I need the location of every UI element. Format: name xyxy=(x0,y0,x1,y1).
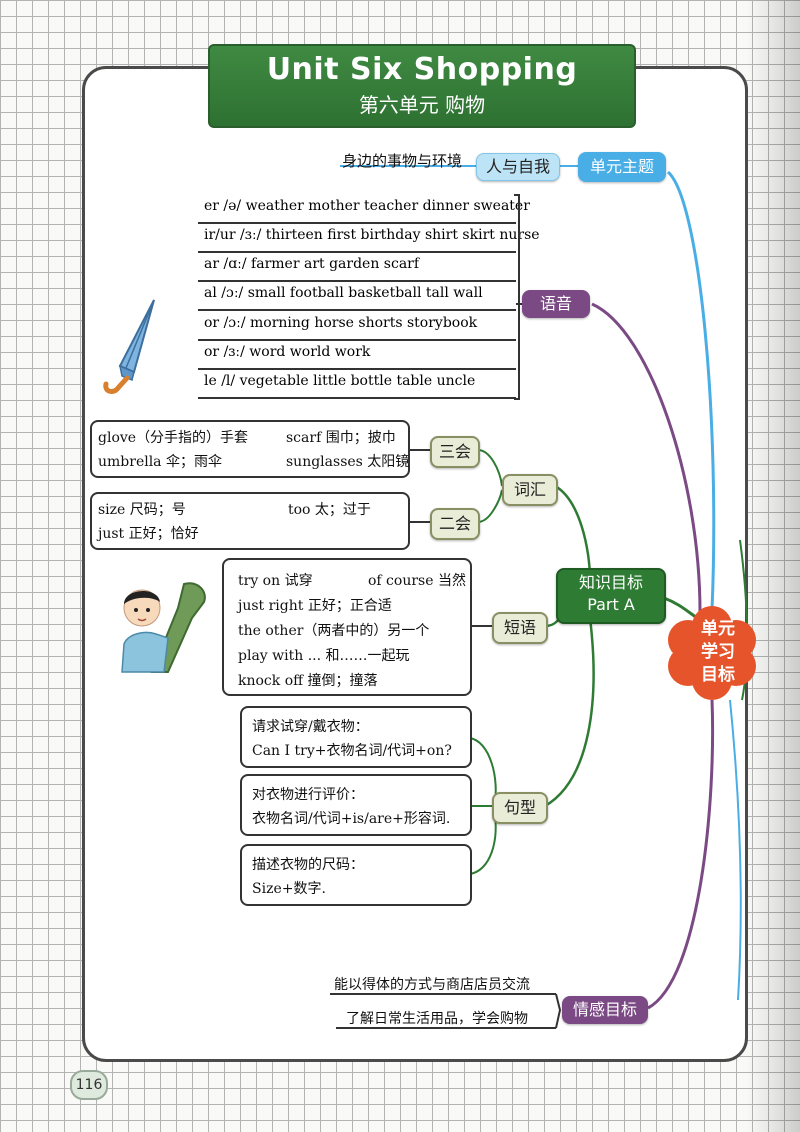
sentence-box: 对衣物进行评价： 衣物名词/代词+is/are+形容词. xyxy=(240,774,472,836)
sentence-box: 请求试穿/戴衣物： Can I try+衣物名词/代词+on? xyxy=(240,706,472,768)
emotion-item: 能以得体的方式与商店店员交流 xyxy=(334,977,530,993)
phrase-item: of course 当然 xyxy=(368,573,466,589)
unit-title-english: Unit Six Shopping xyxy=(266,52,578,87)
phonics-row: al /ɔː/ small football basketball tall w… xyxy=(198,283,516,311)
theme-node: 单元主题 xyxy=(578,152,666,182)
vocab-node: 词汇 xyxy=(502,474,558,506)
knowledge-goal-node: 知识目标 Part A xyxy=(556,568,666,624)
central-goal-label: 单元 学习 目标 xyxy=(701,619,735,685)
sentence-pattern: Can I try+衣物名词/代词+on? xyxy=(252,743,452,759)
boy-with-scarf-illustration xyxy=(121,582,206,673)
theme-text: 身边的事物与环境 xyxy=(342,152,463,170)
phonics-row: le /l/ vegetable little bottle table unc… xyxy=(198,371,516,399)
vocab-item: scarf 围巾；披巾 xyxy=(286,430,396,446)
vocab-item: sunglasses 太阳镜 xyxy=(286,454,410,470)
page-number: 116 xyxy=(70,1070,108,1100)
phrase-item: knock off 撞倒；撞落 xyxy=(238,673,378,689)
book-spine-shadow xyxy=(746,0,800,1132)
phrase-item: the other（两者中的）另一个 xyxy=(238,623,430,639)
phonics-row: ir/ur /ɜː/ thirteen first birthday shirt… xyxy=(198,225,540,253)
vocab-item: umbrella 伞；雨伞 xyxy=(98,454,222,470)
unit-title-chinese: 第六单元 购物 xyxy=(358,93,486,117)
sentence-box: 描述衣物的尺码： Size+数字. xyxy=(240,844,472,906)
phrases-node: 短语 xyxy=(492,612,548,644)
phonics-row: or /ɔː/ morning horse shorts storybook xyxy=(198,313,516,341)
sentence-title: 对衣物进行评价： xyxy=(252,787,364,803)
phonics-row: or /ɜː/ word world work xyxy=(198,342,516,370)
phrase-item: play with ... 和……一起玩 xyxy=(238,648,410,664)
emotion-goal-node: 情感目标 xyxy=(562,996,648,1024)
vocab-item: just 正好；恰好 xyxy=(98,526,199,542)
sentences-node: 句型 xyxy=(492,792,548,824)
emotion-item: 了解日常生活用品，学会购物 xyxy=(346,1011,528,1027)
umbrella-illustration xyxy=(103,299,155,394)
phonics-row: ar /ɑː/ farmer art garden scarf xyxy=(198,254,516,282)
vocab-two-node: 二会 xyxy=(430,508,480,540)
vocab-item: glove（分手指的）手套 xyxy=(98,430,249,446)
phrase-item: try on 试穿 xyxy=(238,573,313,589)
vocab-item: size 尺码；号 xyxy=(98,502,186,518)
theme-sub-node: 人与自我 xyxy=(476,153,560,181)
vocab-three-box: glove（分手指的）手套 scarf 围巾；披巾 umbrella 伞；雨伞 … xyxy=(90,420,410,478)
knowledge-goal-part: Part A xyxy=(587,595,635,614)
sentence-title: 描述衣物的尺码： xyxy=(252,857,364,873)
phonics-row: er /ə/ weather mother teacher dinner swe… xyxy=(198,196,530,224)
unit-title-banner: Unit Six Shopping 第六单元 购物 xyxy=(208,44,636,128)
phonics-bracket xyxy=(514,194,520,400)
central-goal-flower xyxy=(668,606,756,700)
sentence-pattern: 衣物名词/代词+is/are+形容词. xyxy=(252,811,451,827)
phonics-node: 语音 xyxy=(522,290,590,318)
phrase-item: just right 正好；正合适 xyxy=(238,598,392,614)
vocab-two-box: size 尺码；号 too 太；过于 just 正好；恰好 xyxy=(90,492,410,550)
knowledge-goal-title: 知识目标 xyxy=(578,573,643,592)
vocab-item: too 太；过于 xyxy=(288,502,371,518)
sentence-title: 请求试穿/戴衣物： xyxy=(252,719,369,735)
vocab-three-node: 三会 xyxy=(430,436,480,468)
phrases-box: try on 试穿 of course 当然 just right 正好；正合适… xyxy=(222,558,472,696)
sentence-pattern: Size+数字. xyxy=(252,881,326,897)
